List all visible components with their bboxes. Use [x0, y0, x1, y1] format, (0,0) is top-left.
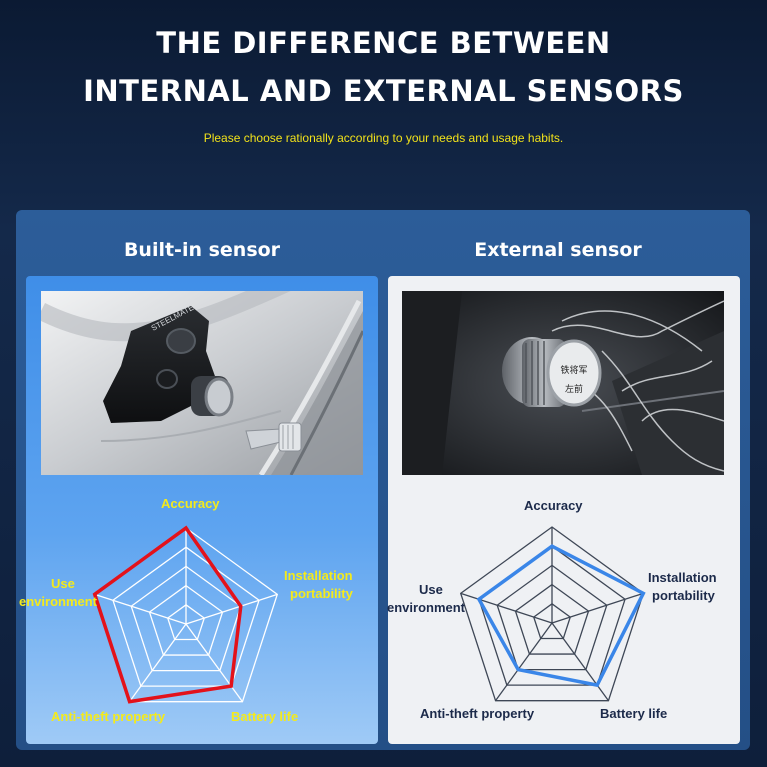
right-radar-series-line — [476, 544, 646, 688]
right-radar-grid-ring-5 — [459, 526, 645, 702]
left-radar-grid-ring-1 — [166, 603, 206, 641]
right-radar-axis-3 — [551, 622, 609, 702]
right-label-installation-2: portability — [652, 588, 715, 603]
left-radar-grid-ring-2 — [148, 584, 224, 656]
right-label-accuracy: Accuracy — [524, 498, 583, 513]
cap-brand-text: 铁将军 — [560, 364, 587, 376]
left-radar-grid-ring-3 — [130, 565, 242, 672]
builtin-sensor-photo: STEELMATE — [41, 291, 363, 475]
left-label-use-env-2: environment — [19, 594, 98, 609]
right-radar-grid-ring-3 — [496, 564, 608, 671]
valve-stem — [245, 422, 302, 452]
external-sensor-photo: 铁将军 左前 — [402, 291, 724, 475]
right-radar-axis-4 — [495, 622, 553, 702]
builtin-sensor-heading: Built-in sensor — [123, 239, 281, 261]
cap-position-text: 左前 — [565, 383, 583, 395]
left-radar-axis-4 — [129, 623, 187, 703]
left-radar-series-line — [92, 525, 243, 704]
left-radar-axis-2 — [185, 593, 278, 625]
left-label-installation-1: Installation — [284, 568, 353, 583]
left-label-installation-2: portability — [290, 586, 353, 601]
left-label-anti-theft: Anti-theft property — [51, 709, 166, 724]
valve-cap-sensor: 铁将军 左前 — [502, 337, 602, 407]
left-label-accuracy: Accuracy — [161, 496, 220, 511]
right-label-installation-1: Installation — [648, 570, 717, 585]
page-subtitle: Please choose rationally according to yo… — [203, 131, 564, 145]
right-radar-grid-ring-2 — [514, 583, 590, 655]
right-label-use-env-2: environment — [387, 600, 466, 615]
right-label-anti-theft: Anti-theft property — [420, 706, 535, 721]
left-label-use-env-1: Use — [51, 576, 75, 591]
left-radar-axis-5 — [94, 593, 187, 625]
page-title-line-1: THE DIFFERENCE BETWEEN — [156, 26, 611, 60]
right-radar-grid-ring-1 — [532, 602, 572, 640]
right-label-use-env-1: Use — [419, 582, 443, 597]
left-radar-axis-3 — [185, 623, 243, 703]
external-sensor-heading: External sensor — [474, 239, 642, 261]
right-label-battery: Battery life — [600, 706, 668, 721]
right-radar-axis-5 — [460, 592, 553, 624]
left-label-battery: Battery life — [231, 709, 299, 724]
right-radar-axis-2 — [551, 592, 644, 624]
left-radar-grid-ring-4 — [112, 546, 260, 687]
page-title-line-2: INTERNAL AND EXTERNAL SENSORS — [83, 74, 684, 108]
